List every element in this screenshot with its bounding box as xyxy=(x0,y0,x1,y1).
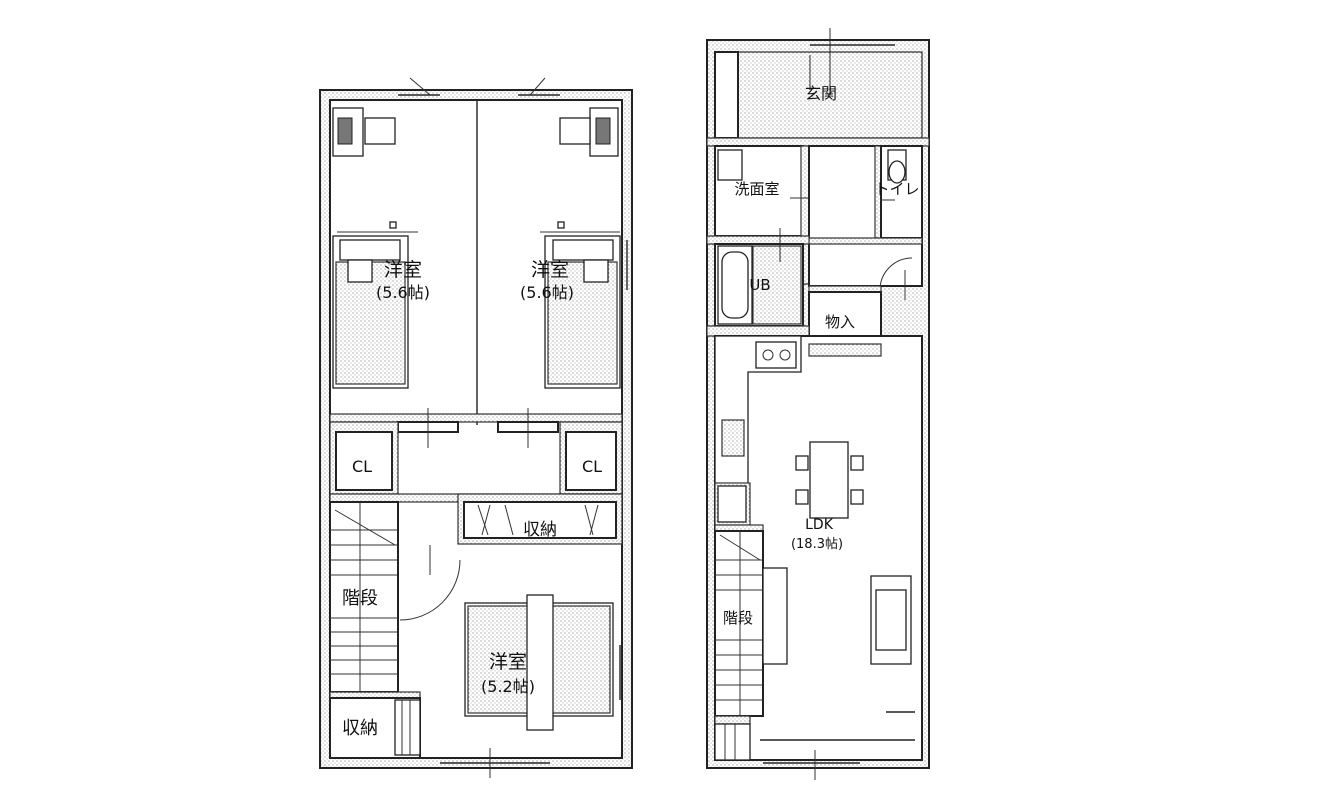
chair-icon xyxy=(347,259,373,283)
room-east-size: (5.6帖) xyxy=(520,283,574,302)
chair-icon xyxy=(795,489,809,505)
floor2-bed-pillow xyxy=(526,594,554,731)
room-west-size: (5.6帖) xyxy=(376,283,430,302)
storage-label: 物入 xyxy=(825,313,855,331)
room-south-size: (5.2帖) xyxy=(481,677,535,696)
chair-icon xyxy=(583,259,609,283)
chair-icon xyxy=(795,455,809,471)
tv-stand xyxy=(762,567,788,665)
ldk-name: LDK xyxy=(805,517,834,533)
chair-icon xyxy=(850,489,864,505)
stairs-label: 階段 xyxy=(723,609,753,627)
room-west-name: 洋室 xyxy=(384,259,422,281)
dining-table xyxy=(809,441,849,519)
floor1-plan: 玄関 洗面室 トイレ UB 物入 LDK (18.3帖) 階段 xyxy=(706,28,930,780)
storage-stairs-label: 収納 xyxy=(342,718,378,739)
stairs-label: 階段 xyxy=(342,588,378,609)
entrance-label: 玄関 xyxy=(805,84,837,103)
washroom-label: 洗面室 xyxy=(734,180,779,198)
bath-label: UB xyxy=(749,276,770,294)
storage-hall-label: 収納 xyxy=(523,520,557,540)
chair-icon xyxy=(364,117,396,145)
floor2-partition-wall xyxy=(329,413,623,423)
chair-icon xyxy=(559,117,591,145)
floor1-bath xyxy=(752,245,802,325)
room-east-name: 洋室 xyxy=(531,259,569,281)
toilet-label: トイレ xyxy=(874,180,919,198)
closet-west-label: CL xyxy=(352,457,372,476)
chair-icon xyxy=(850,455,864,471)
room-south-name: 洋室 xyxy=(489,651,527,673)
closet-east-label: CL xyxy=(582,457,602,476)
floor2-plan: 洋室 (5.6帖) 洋室 (5.6帖) CL CL 収納 階段 洋室 (5.2帖… xyxy=(319,77,633,778)
sink-icon xyxy=(721,419,745,457)
ldk-size: (18.3帖) xyxy=(791,537,843,552)
